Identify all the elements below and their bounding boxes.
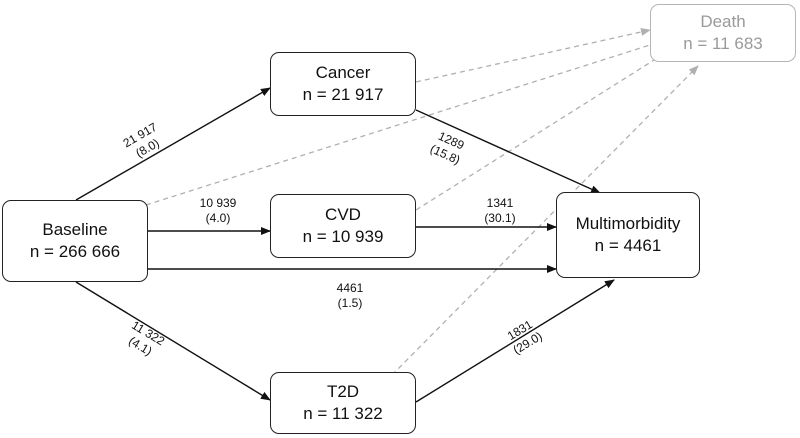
node-baseline-name: Baseline <box>42 220 108 239</box>
node-t2d-count: n = 11 322 <box>303 404 383 423</box>
node-cancer: Cancer n = 21 917 <box>270 52 416 116</box>
node-t2d-name: T2D <box>326 382 360 401</box>
edge-label-cvd-multimorbidity: 1341 (30.1) <box>470 196 530 226</box>
node-multimorbidity-count: n = 4461 <box>594 236 662 255</box>
arrow-cancer-to-multimorbidity <box>415 109 601 194</box>
node-cancer-count: n = 21 917 <box>302 85 384 104</box>
node-cvd-name: CVD <box>325 205 361 224</box>
node-cvd-count: n = 10 939 <box>302 227 384 246</box>
edge-label-cvd-multimorbidity-n: 1341 <box>486 196 514 210</box>
edge-label-cvd-multimorbidity-pct: (30.1) <box>484 211 516 225</box>
arrow-t2d-to-multimorbidity <box>415 279 615 403</box>
node-death: Death n = 11 683 <box>650 4 796 62</box>
node-multimorbidity-name: Multimorbidity <box>575 214 681 233</box>
node-multimorbidity: Multimorbidity n = 4461 <box>556 192 700 278</box>
node-cvd: CVD n = 10 939 <box>270 194 416 258</box>
edge-label-baseline-multimorbidity: 4461 (1.5) <box>320 281 380 311</box>
node-baseline: Baseline n = 266 666 <box>2 200 148 282</box>
node-cancer-name: Cancer <box>315 63 371 82</box>
arrow-baseline-to-t2d <box>75 281 271 401</box>
edge-label-baseline-cvd-n: 10 939 <box>199 196 237 210</box>
arrow-baseline-to-death <box>145 36 673 206</box>
arrow-cancer-to-death <box>415 28 651 83</box>
arrow-baseline-to-cancer <box>75 87 271 201</box>
edge-label-baseline-multimorbidity-pct: (1.5) <box>337 296 363 310</box>
node-death-name: Death <box>700 12 746 31</box>
edge-label-baseline-multimorbidity-n: 4461 <box>336 281 364 295</box>
node-baseline-count: n = 266 666 <box>29 242 121 261</box>
edge-label-baseline-cvd-pct: (4.0) <box>205 211 231 225</box>
arrow-t2d-to-death <box>391 65 699 376</box>
edge-label-baseline-cvd: 10 939 (4.0) <box>188 196 248 226</box>
node-death-count: n = 11 683 <box>683 34 763 53</box>
node-t2d: T2D n = 11 322 <box>270 372 416 434</box>
